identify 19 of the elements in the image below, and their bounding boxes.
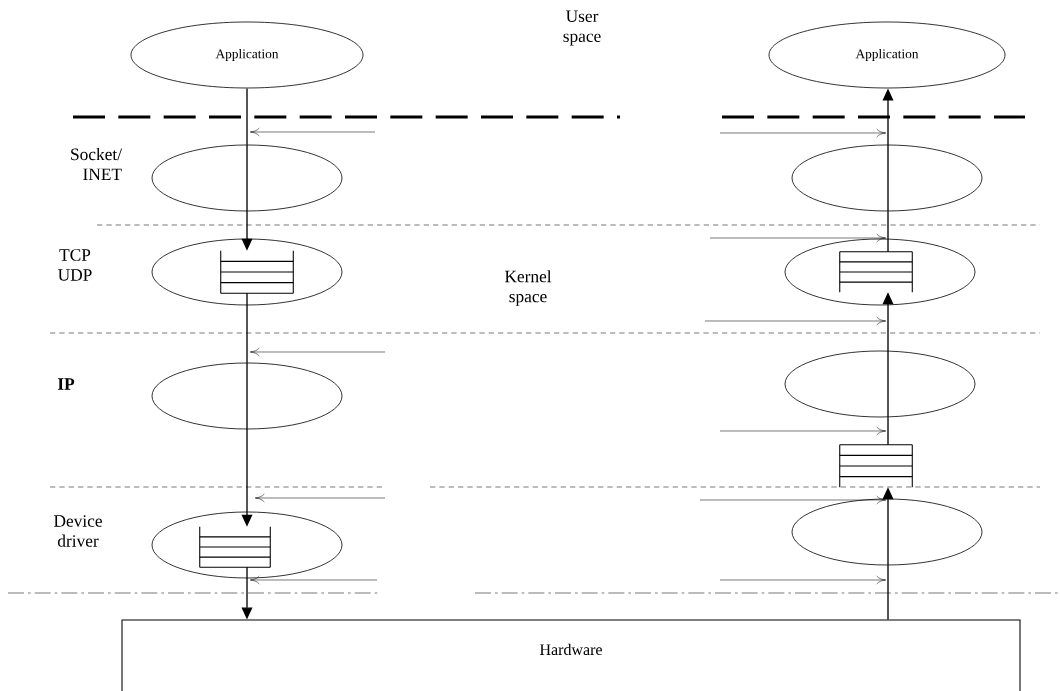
queue-drawing xyxy=(199,526,271,568)
queue-drawing xyxy=(220,250,294,294)
layer-label: User space xyxy=(563,10,601,46)
layer-ellipse xyxy=(151,362,343,430)
layer-ellipse xyxy=(151,144,343,212)
layer-label: TCP UDP xyxy=(58,249,92,281)
layer-ellipse xyxy=(784,350,976,418)
layer-ellipse xyxy=(784,238,976,306)
hardware-box: Hardware xyxy=(121,619,1021,691)
queue-drawing xyxy=(839,251,913,293)
queue-drawing xyxy=(839,444,913,488)
layer-ellipse xyxy=(151,238,343,306)
layer-ellipse xyxy=(791,144,983,212)
layer-label: Kernel space xyxy=(504,270,552,306)
layer-ellipse xyxy=(791,498,983,566)
layer-label: IP xyxy=(57,378,75,390)
layer-label: Device driver xyxy=(53,515,102,547)
layer-ellipse xyxy=(151,511,343,579)
layer-label: Socket/ INET xyxy=(71,148,122,180)
